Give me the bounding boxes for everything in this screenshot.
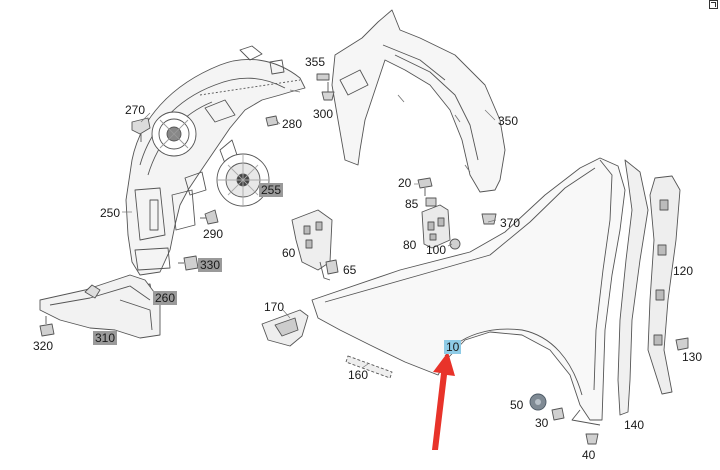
callout-280[interactable]: 280 bbox=[282, 117, 303, 131]
clip-280 bbox=[265, 115, 279, 127]
callout-310[interactable]: 310 bbox=[93, 331, 118, 345]
bracket-170 bbox=[261, 309, 309, 347]
callout-320[interactable]: 320 bbox=[33, 339, 54, 353]
nut-85 bbox=[425, 197, 437, 207]
part-255-cover-disc bbox=[216, 153, 270, 207]
callout-330[interactable]: 330 bbox=[198, 258, 223, 272]
nut-40 bbox=[585, 433, 599, 445]
clip-330 bbox=[178, 255, 199, 271]
plug-50 bbox=[529, 393, 547, 411]
callout-260[interactable]: 260 bbox=[153, 291, 178, 305]
callout-30[interactable]: 30 bbox=[535, 416, 549, 430]
callout-250[interactable]: 250 bbox=[100, 206, 121, 220]
callout-20[interactable]: 20 bbox=[398, 176, 412, 190]
leader-lines bbox=[122, 89, 497, 369]
callout-130[interactable]: 130 bbox=[682, 350, 703, 364]
callout-85[interactable]: 85 bbox=[405, 197, 419, 211]
callout-65[interactable]: 65 bbox=[343, 263, 357, 277]
callout-60[interactable]: 60 bbox=[282, 246, 296, 260]
bracket-60 bbox=[291, 209, 333, 281]
callout-370[interactable]: 370 bbox=[500, 216, 521, 230]
seal-strip-140 bbox=[617, 159, 649, 416]
callout-50[interactable]: 50 bbox=[510, 398, 524, 412]
screw-30 bbox=[551, 407, 565, 421]
screw-300 bbox=[321, 82, 335, 101]
splash-shield-310 bbox=[39, 274, 161, 339]
clip-270 bbox=[131, 117, 151, 142]
screw-290 bbox=[200, 209, 219, 225]
expand-icon[interactable] bbox=[709, 0, 718, 9]
callout-120[interactable]: 120 bbox=[673, 264, 694, 278]
callout-170[interactable]: 170 bbox=[264, 300, 285, 314]
bracket-80 bbox=[421, 204, 451, 249]
callout-10[interactable]: 10 bbox=[444, 340, 462, 354]
trim-strip-160 bbox=[345, 355, 393, 379]
callout-160[interactable]: 160 bbox=[348, 368, 369, 382]
trim-panel-120 bbox=[647, 175, 681, 395]
front-fender-10 bbox=[311, 157, 626, 426]
callout-300[interactable]: 300 bbox=[313, 107, 334, 121]
callout-40[interactable]: 40 bbox=[582, 448, 596, 462]
callout-290[interactable]: 290 bbox=[203, 227, 224, 241]
clip-65 bbox=[325, 259, 339, 275]
clip-320 bbox=[39, 316, 55, 337]
red-arrow-icon bbox=[432, 352, 455, 450]
callout-355[interactable]: 355 bbox=[305, 55, 326, 69]
screw-370 bbox=[481, 213, 497, 225]
callout-80[interactable]: 80 bbox=[403, 238, 417, 252]
callout-255[interactable]: 255 bbox=[259, 183, 284, 197]
nut-355 bbox=[316, 73, 330, 81]
liner-vent-disc bbox=[151, 111, 197, 157]
nut-100 bbox=[449, 238, 461, 250]
screw-20 bbox=[417, 177, 433, 196]
part-350-inner-liner bbox=[331, 9, 506, 193]
screw-130 bbox=[675, 337, 689, 351]
callout-350[interactable]: 350 bbox=[498, 114, 519, 128]
callout-270[interactable]: 270 bbox=[125, 103, 146, 117]
callout-140[interactable]: 140 bbox=[624, 418, 645, 432]
callout-100[interactable]: 100 bbox=[426, 243, 447, 257]
